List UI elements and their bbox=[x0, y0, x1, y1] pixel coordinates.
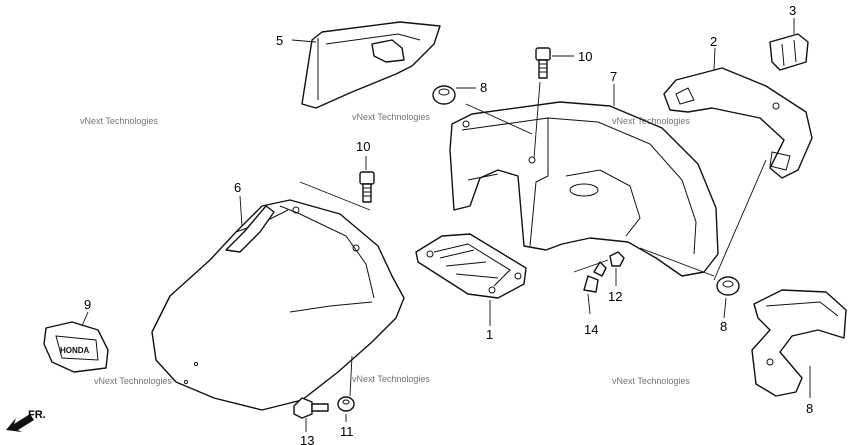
callout-7: 8 bbox=[806, 401, 813, 416]
part-12-nut bbox=[609, 251, 625, 267]
callout-13: 13 bbox=[300, 433, 314, 445]
callout-11: 11 bbox=[340, 424, 354, 439]
watermark-3: vNext Technologies bbox=[612, 116, 690, 126]
watermark-5: vNext Technologies bbox=[352, 374, 430, 384]
leader-14 bbox=[587, 293, 591, 315]
callout-10-top: 10 bbox=[578, 49, 592, 64]
callout-12: 12 bbox=[608, 289, 622, 304]
fr-label: FR. bbox=[28, 409, 46, 421]
part-5-front-fender bbox=[151, 199, 405, 411]
leader-8-b bbox=[639, 247, 715, 277]
leader-8-lower bbox=[723, 297, 727, 319]
callout-9: 9 bbox=[84, 297, 91, 312]
part-2-stay bbox=[663, 67, 813, 179]
watermark-2: vNext Technologies bbox=[352, 112, 430, 122]
watermark-1: vNext Technologies bbox=[80, 116, 158, 126]
part-8-grommet-upper bbox=[432, 85, 456, 105]
fr-direction-arrow: FR. bbox=[6, 409, 46, 432]
leader-11-a bbox=[349, 355, 353, 397]
part-1-plate bbox=[415, 233, 527, 299]
callout-8-upper: 8 bbox=[480, 80, 487, 95]
leader-14-a bbox=[573, 259, 609, 273]
leader-4 bbox=[291, 39, 317, 43]
callout-8-lower: 8 bbox=[720, 319, 727, 334]
part-10-bolt-top bbox=[535, 47, 551, 79]
callout-2: 2 bbox=[710, 34, 717, 49]
callout-3: 3 bbox=[789, 3, 796, 18]
callout-1: 1 bbox=[486, 327, 493, 342]
callout-14: 14 bbox=[584, 322, 598, 337]
callout-4: 5 bbox=[276, 33, 283, 48]
leader-6-a bbox=[465, 103, 533, 135]
part-14-bolt bbox=[583, 261, 607, 293]
leader-2 bbox=[713, 47, 716, 71]
part-10-bolt-left bbox=[359, 171, 375, 203]
watermarks: vNext Technologies vNext Technologies vN… bbox=[80, 112, 690, 386]
part-4-bracket-cover bbox=[301, 21, 441, 109]
leader-5 bbox=[239, 195, 243, 227]
leader-5-a bbox=[299, 181, 371, 211]
emblem-text: HONDA bbox=[60, 346, 90, 355]
part-7-side-cover bbox=[751, 289, 847, 397]
watermark-6: vNext Technologies bbox=[612, 376, 690, 386]
part-8-grommet-lower bbox=[716, 276, 740, 296]
leader-8-a bbox=[713, 159, 767, 281]
part-11-collar bbox=[337, 396, 355, 412]
part-3-clip bbox=[769, 33, 809, 71]
callout-5: 6 bbox=[234, 180, 241, 195]
leader-9 bbox=[81, 311, 89, 327]
part-6-rear-fender bbox=[449, 101, 719, 277]
callout-6: 7 bbox=[610, 69, 617, 84]
watermark-4: vNext Technologies bbox=[94, 376, 172, 386]
part-9-emblem: HONDA bbox=[43, 321, 109, 373]
callout-10-left: 10 bbox=[356, 139, 370, 154]
part-13-bolt bbox=[293, 397, 329, 419]
leader-6-b bbox=[533, 81, 541, 159]
